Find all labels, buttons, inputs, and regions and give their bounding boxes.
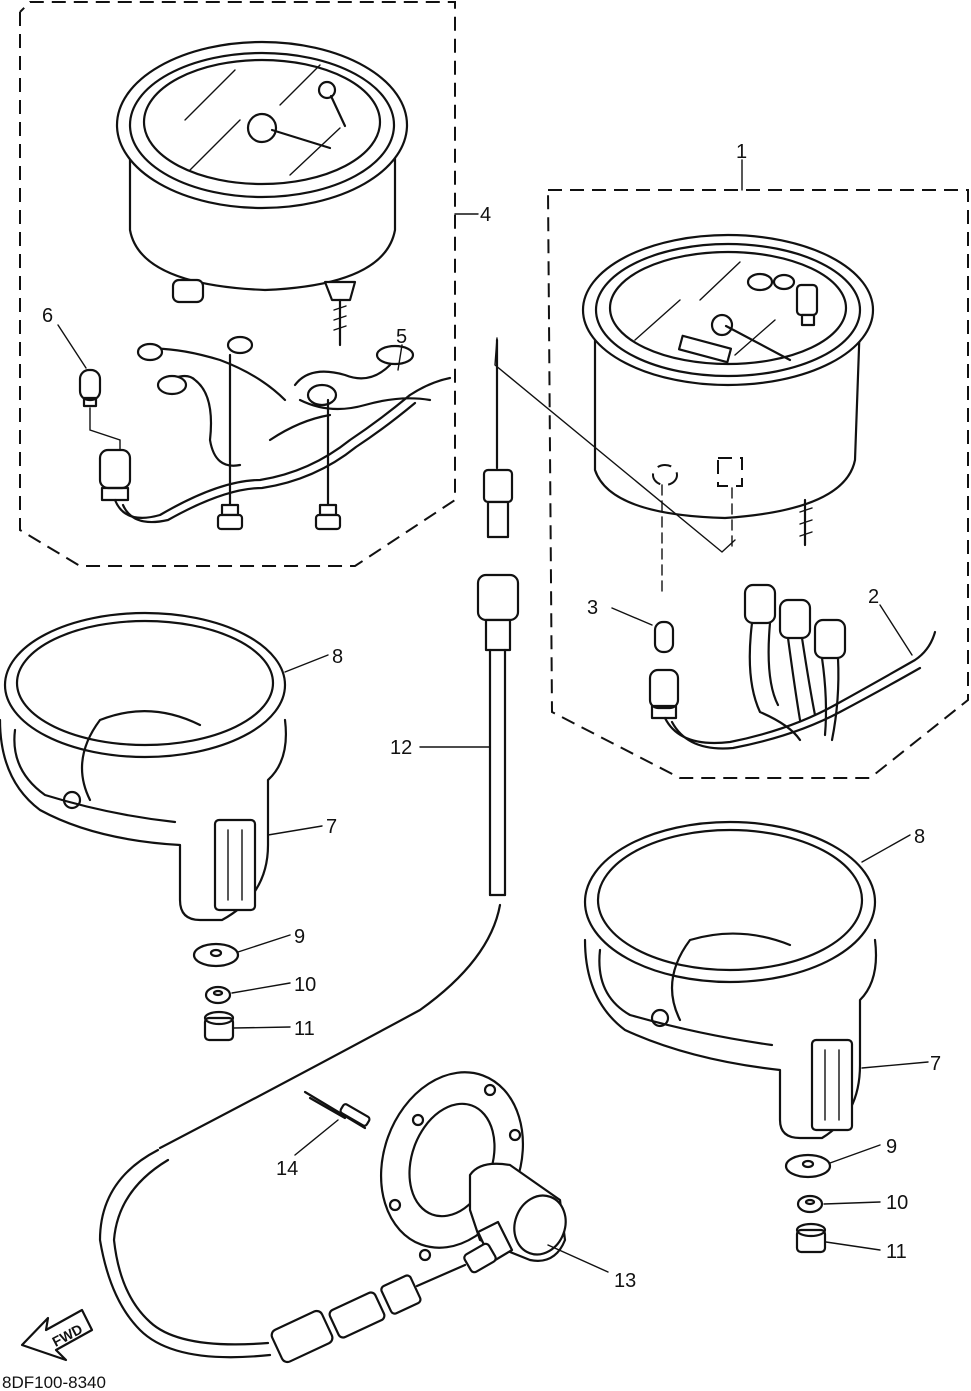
- callout-11-left: 11: [294, 1018, 315, 1040]
- leader-lines: [57, 159, 929, 1273]
- callout-11-right: 11: [886, 1241, 907, 1263]
- callout-4: 4: [480, 204, 491, 226]
- washer-9-right: [784, 1153, 832, 1179]
- callout-7-right: 7: [930, 1053, 941, 1075]
- spring-washer-10-right: [796, 1194, 824, 1214]
- wire-harness-2: [663, 583, 937, 750]
- pin-14: [303, 1090, 371, 1130]
- assembly-4-dashed-boundary: [19, 1, 456, 567]
- bulb-socket-4: [98, 448, 132, 502]
- callout-7-left: 7: [326, 816, 337, 838]
- meter-bracket-7-right: [583, 820, 878, 1140]
- callout-14: 14: [276, 1158, 298, 1180]
- wire-harness-5: [113, 335, 452, 524]
- washer-9-left: [192, 942, 240, 968]
- meter-1-gauge: [581, 233, 875, 547]
- callout-5: 5: [396, 326, 407, 348]
- callout-8-right: 8: [914, 826, 925, 848]
- assembly-1-dashed-boundary: [547, 189, 969, 779]
- fwd-direction-arrow: FWD: [20, 1308, 94, 1362]
- callout-10-left: 10: [294, 974, 316, 996]
- callout-9-right: 9: [886, 1136, 897, 1158]
- callout-2: 2: [868, 586, 879, 608]
- callout-10-right: 10: [886, 1192, 908, 1214]
- callout-13: 13: [614, 1270, 636, 1292]
- speedometer-cable-12: [98, 338, 520, 1364]
- bulb-3: [648, 484, 680, 720]
- meter-bracket-7-left: [0, 611, 287, 922]
- bulb-insert-line: [89, 407, 121, 451]
- screw-right: [314, 398, 342, 531]
- meter-4-gauge: [115, 40, 409, 347]
- callout-8-left: 8: [332, 646, 343, 668]
- callout-numbers: 1 2 3 4 5 6 8 7 12 9 10 11 8 7 9 10 11 1…: [42, 141, 941, 1292]
- meter-assembly-4-group: [19, 1, 456, 567]
- callout-3: 3: [587, 597, 598, 619]
- speedometer-gear-unit-13: [379, 1071, 567, 1274]
- callout-12: 12: [390, 737, 412, 759]
- callout-9-left: 9: [294, 926, 305, 948]
- bulb-6: [78, 368, 102, 408]
- screw-left: [216, 353, 244, 531]
- drawing-code: 8DF100-8340: [2, 1373, 106, 1391]
- callout-6: 6: [42, 305, 53, 327]
- nut-11-left: [203, 1010, 235, 1042]
- meter-assembly-1-group: [494, 189, 969, 779]
- callout-1: 1: [736, 141, 747, 163]
- nut-11-right: [795, 1222, 827, 1254]
- spring-washer-10-left: [204, 985, 232, 1005]
